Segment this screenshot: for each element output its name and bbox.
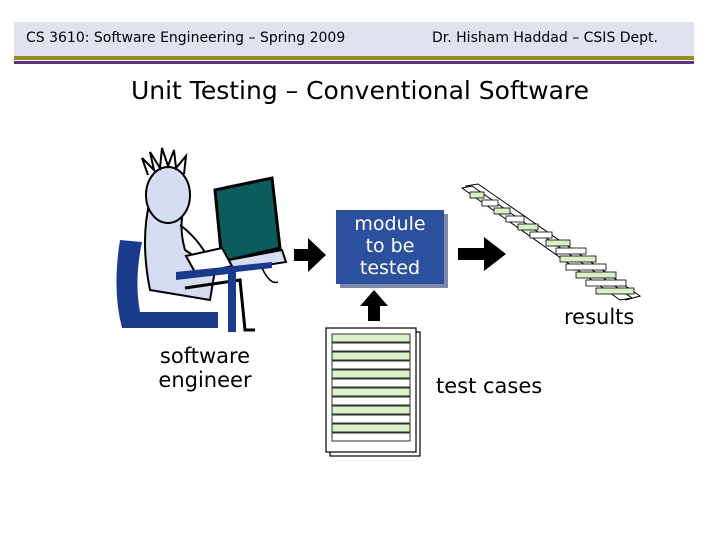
module-label-line2: to be: [365, 235, 415, 257]
engineer-label-line1: software: [159, 344, 251, 368]
header-band: [14, 22, 694, 56]
module-under-test-box: module to be tested: [336, 210, 444, 284]
results-stack: [460, 183, 642, 301]
header-rule-olive: [14, 56, 694, 60]
arrow-from-test-cases: [360, 290, 388, 321]
course-header: CS 3610: Software Engineering – Spring 2…: [26, 30, 346, 46]
arrow-to-results: [458, 237, 506, 271]
slide-title: Unit Testing – Conventional Software: [130, 76, 590, 105]
engineer-illustration: [116, 147, 288, 332]
module-label-line1: module: [354, 213, 426, 235]
arrow-to-module: [294, 238, 326, 272]
module-label-line3: tested: [359, 257, 421, 279]
results-label: results: [564, 305, 635, 329]
test-cases-label: test cases: [436, 374, 543, 398]
header-rule-purple: [14, 61, 694, 64]
engineer-label: software engineer: [150, 344, 260, 392]
engineer-label-line2: engineer: [158, 368, 252, 392]
instructor-header: Dr. Hisham Haddad – CSIS Dept.: [432, 30, 658, 46]
test-cases-stack: [325, 327, 421, 457]
